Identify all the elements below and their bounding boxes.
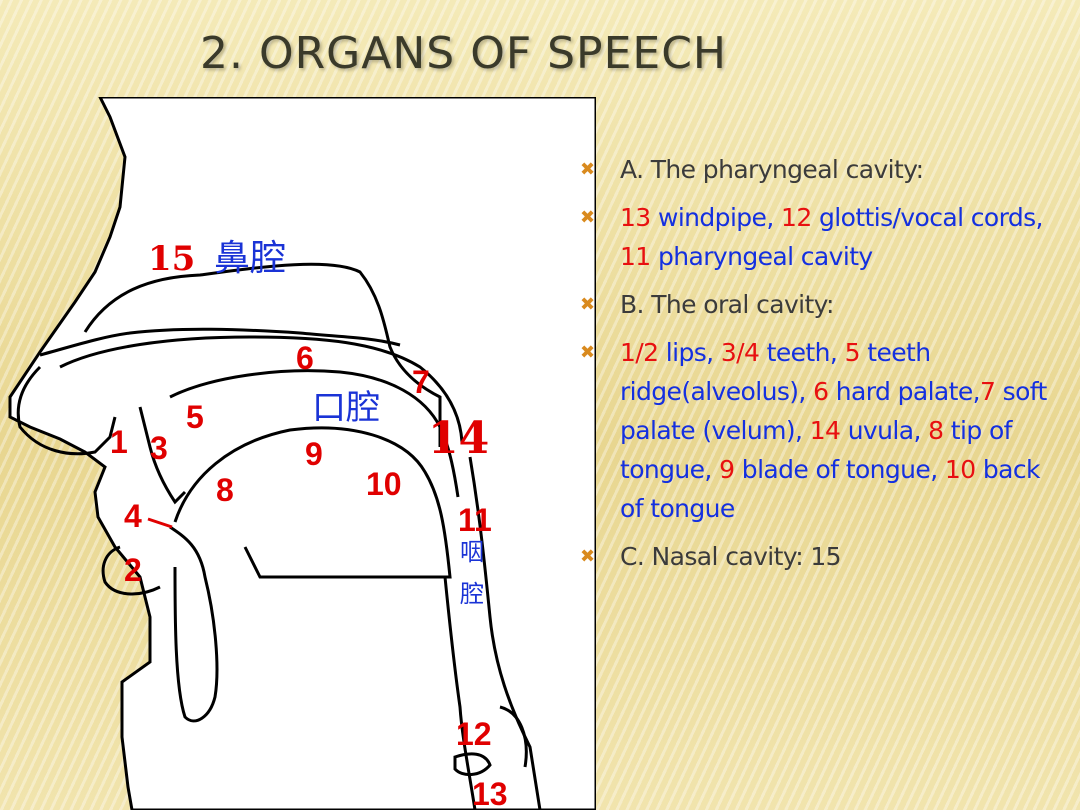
tip-arrow [147,517,173,529]
label-pharynx-cn-2: 腔 [460,580,484,608]
label-9: 9 [305,436,323,472]
upper-teeth [138,406,187,505]
lower-jaw [169,525,219,723]
palate-outline [59,335,464,443]
x-bullet-icon: ✖ [580,207,595,228]
x-bullet-icon: ✖ [580,342,595,363]
label-nasal-cavity-cn: 鼻腔 [214,238,286,279]
label-oral-cavity-cn: 口腔 [312,388,380,428]
larynx-outline [453,705,528,776]
label-11: 11 [458,502,492,538]
x-bullet-icon: ✖ [580,546,595,567]
upper-lip [16,365,117,456]
slide-title: 2. ORGANS OF SPEECH [200,28,727,79]
label-8: 8 [216,472,234,508]
label-3: 3 [150,430,168,466]
label-6: 6 [296,340,314,376]
bullet-b-detail: ✖ 1/2 lips, 3/4 teeth, 5 teeth ridge(alv… [580,333,1050,528]
label-5: 5 [186,399,204,435]
diagram-panel [8,97,596,810]
label-7: 7 [412,364,430,400]
nasal-cavity-outline [83,262,442,447]
label-14: 14 [428,413,489,464]
label-12: 12 [456,716,492,752]
x-bullet-icon: ✖ [580,159,595,180]
label-15: 15 [148,239,195,279]
speech-organs-diagram: 15 14 1 2 3 4 5 6 7 8 9 10 11 12 13 鼻腔 口… [0,97,596,810]
palate-lower [169,369,460,498]
bullet-c-heading: ✖ C. Nasal cavity: 15 [580,537,1050,576]
label-1: 1 [110,424,128,460]
label-13: 13 [472,776,508,810]
label-pharynx-cn-1: 咽 [460,538,484,566]
nasal-floor [39,327,401,357]
label-10: 10 [366,466,402,502]
bullet-b-heading: ✖ B. The oral cavity: [580,285,1050,324]
bullet-a-heading: ✖ A. The pharyngeal cavity: [580,150,1050,189]
lower-lip [101,545,161,596]
bullet-a-detail: ✖ 13 windpipe, 12 glottis/vocal cords, 1… [580,198,1050,276]
vocal-tract-illustration: 15 14 1 2 3 4 5 6 7 8 9 10 11 12 13 鼻腔 口… [8,97,596,810]
tongue-outline [173,426,452,579]
x-bullet-icon: ✖ [580,294,595,315]
label-4: 4 [124,498,142,534]
bullet-list: ✖ A. The pharyngeal cavity: ✖ 13 windpip… [580,150,1050,585]
pharynx-front [443,576,477,810]
label-2: 2 [124,552,142,588]
